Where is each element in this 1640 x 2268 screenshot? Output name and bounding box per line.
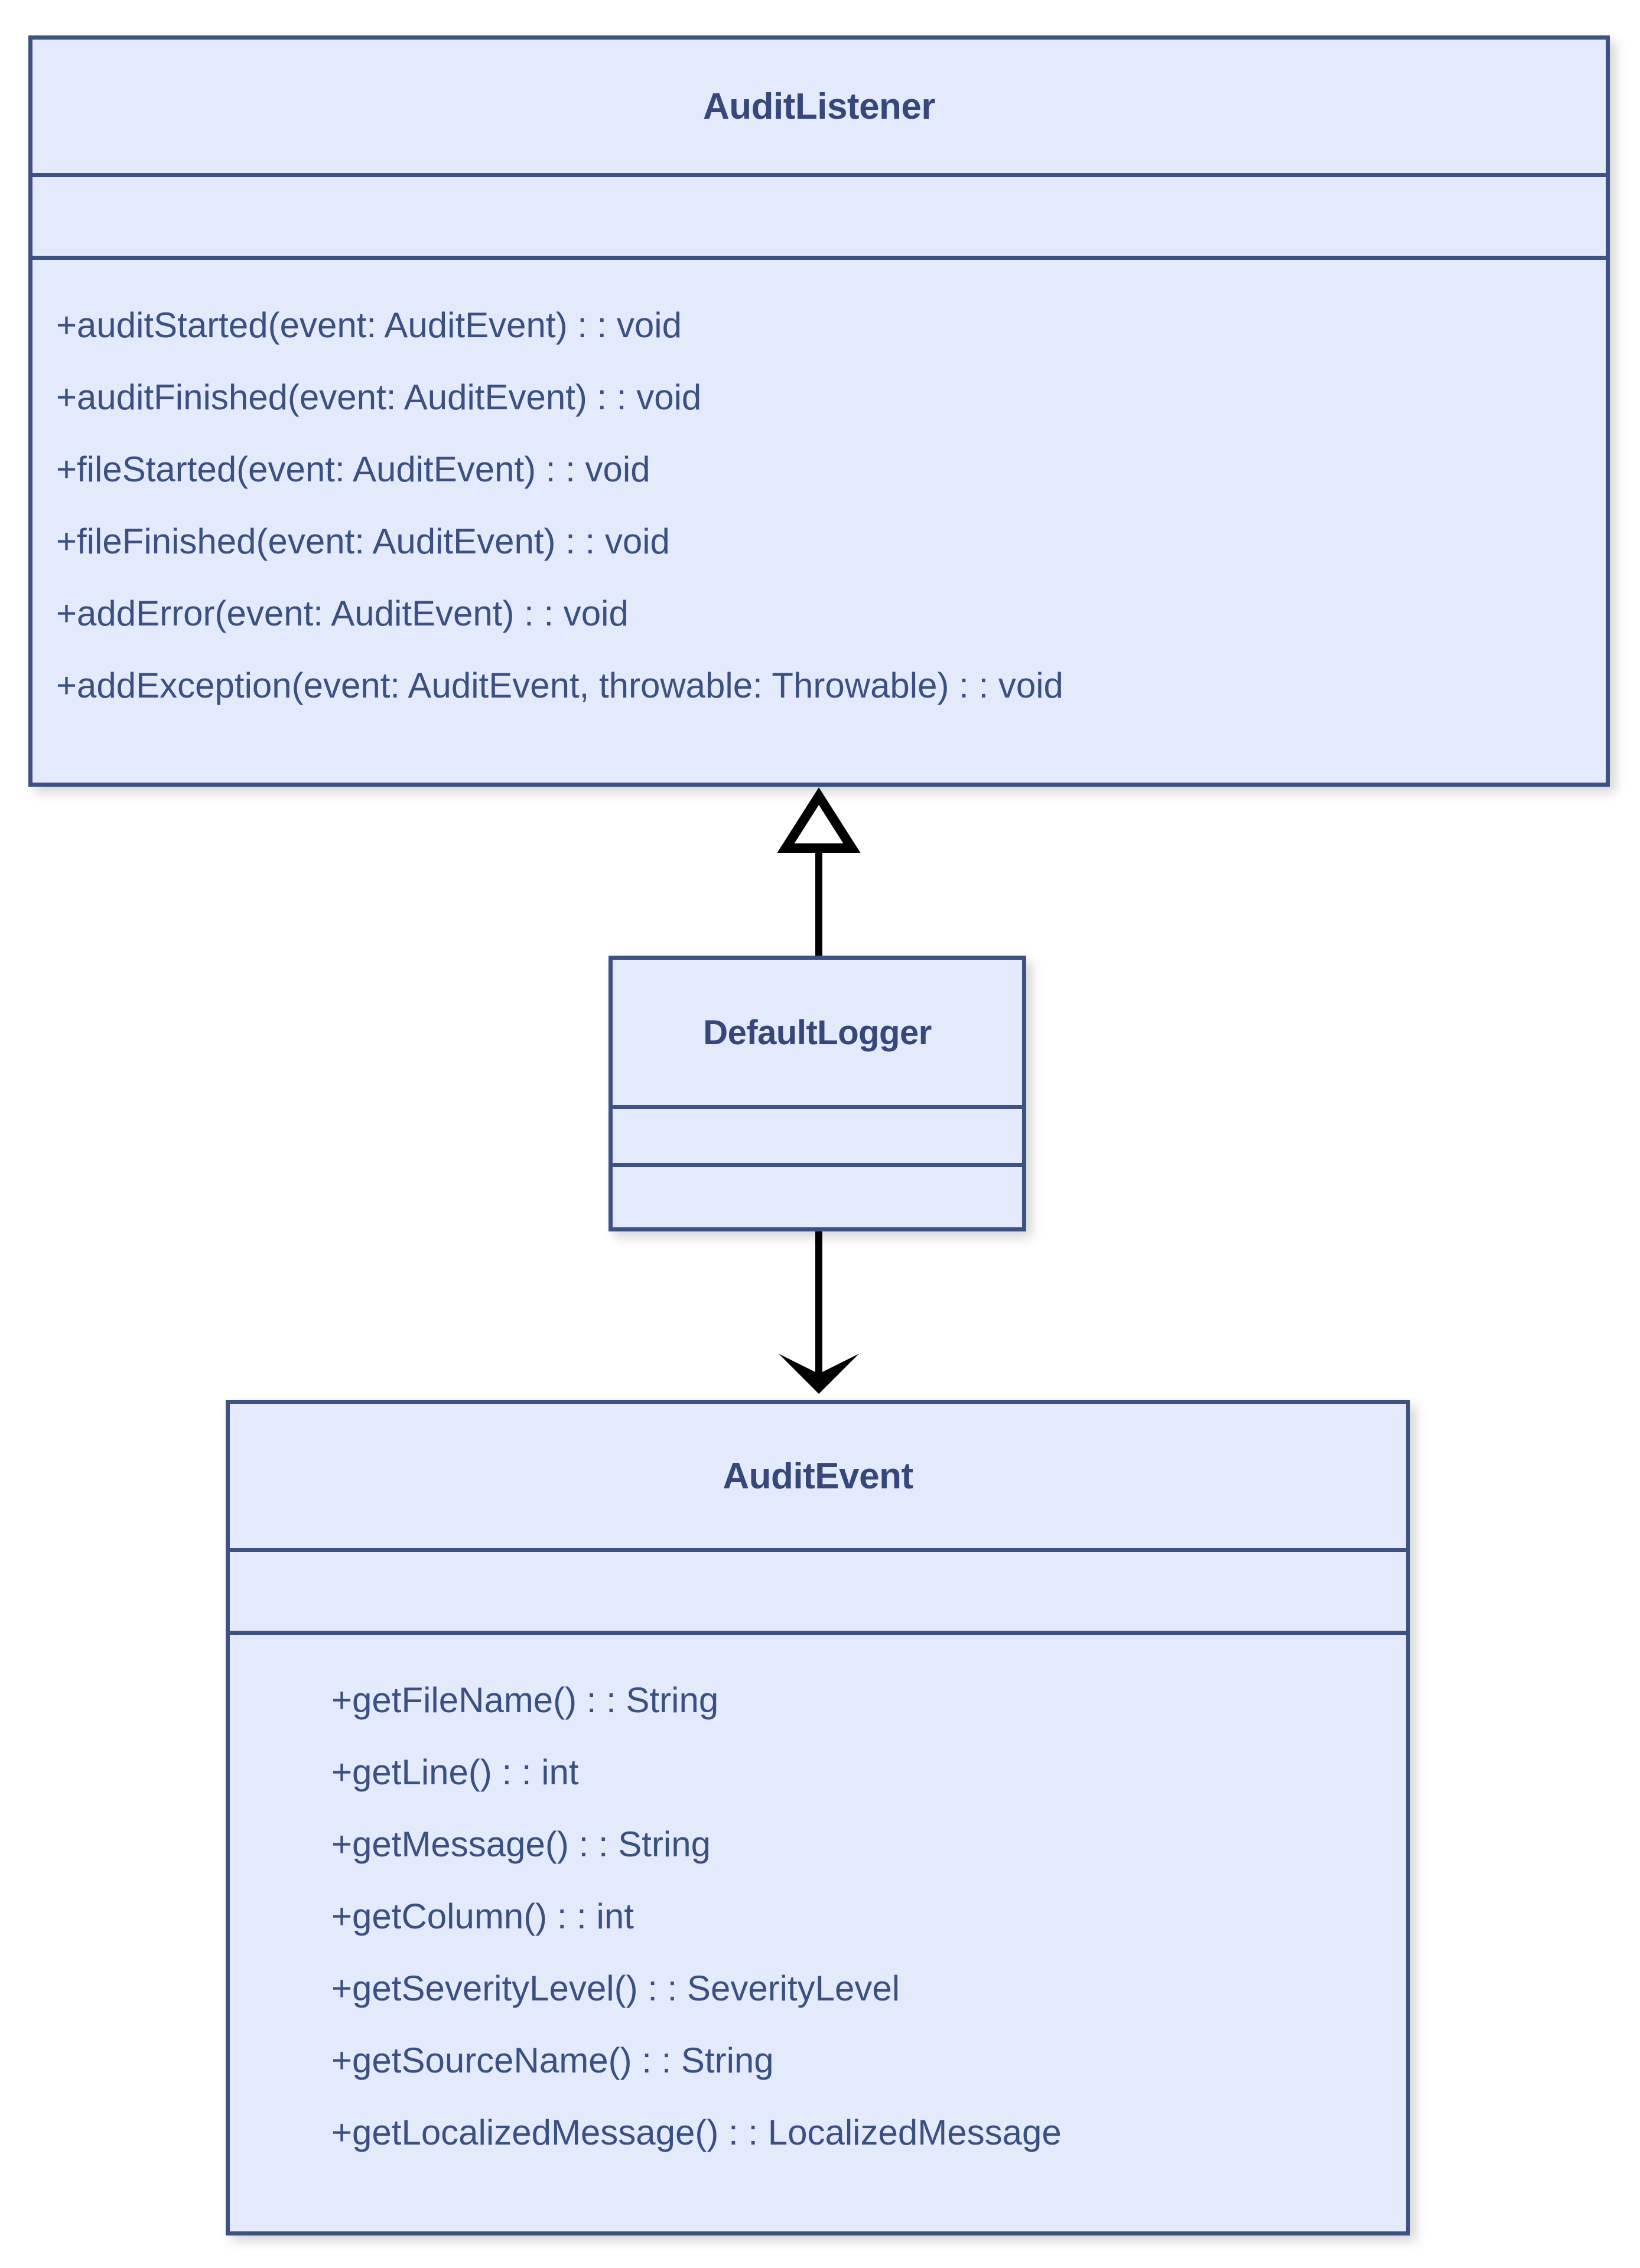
method-item: +auditStarted(event: AuditEvent) : : voi… — [56, 305, 682, 345]
class-attributes-default-logger — [613, 1109, 1022, 1167]
method-item: +addError(event: AuditEvent) : : void — [56, 594, 629, 633]
method-item: +getMessage() : : String — [331, 1824, 711, 1864]
method-item: +addException(event: AuditEvent, throwab… — [56, 666, 1063, 705]
class-attributes-audit-listener — [32, 177, 1606, 260]
class-methods-default-logger — [613, 1167, 1022, 1227]
method-item: +getSeverityLevel() : : SeverityLevel — [331, 1969, 900, 2008]
uml-class-audit-event[interactable]: AuditEvent +getFileName() : : String +ge… — [226, 1400, 1410, 2236]
generalization-default-logger-to-audit-listener-icon — [777, 787, 861, 956]
class-name-default-logger: DefaultLogger — [613, 960, 1022, 1109]
uml-class-audit-listener[interactable]: AuditListener +auditStarted(event: Audit… — [28, 35, 1610, 787]
method-item: +fileFinished(event: AuditEvent) : : voi… — [56, 522, 670, 561]
method-item: +getLocalizedMessage() : : LocalizedMess… — [331, 2113, 1062, 2152]
method-item: +auditFinished(event: AuditEvent) : : vo… — [56, 377, 702, 417]
method-item: +getFileName() : : String — [331, 1680, 719, 1720]
method-item: +getLine() : : int — [331, 1752, 579, 1792]
class-methods-audit-event: +getFileName() : : String +getLine() : :… — [230, 1635, 1406, 2231]
class-attributes-audit-event — [230, 1552, 1406, 1635]
method-item: +fileStarted(event: AuditEvent) : : void — [56, 449, 650, 489]
class-name-audit-event: AuditEvent — [230, 1404, 1406, 1552]
class-methods-audit-listener: +auditStarted(event: AuditEvent) : : voi… — [32, 260, 1606, 783]
method-item: +getColumn() : : int — [331, 1896, 634, 1936]
method-item: +getSourceName() : : String — [331, 2041, 774, 2080]
class-name-audit-listener: AuditListener — [32, 40, 1606, 177]
association-default-logger-to-audit-event-icon — [779, 1231, 859, 1394]
uml-class-default-logger[interactable]: DefaultLogger — [609, 956, 1026, 1231]
